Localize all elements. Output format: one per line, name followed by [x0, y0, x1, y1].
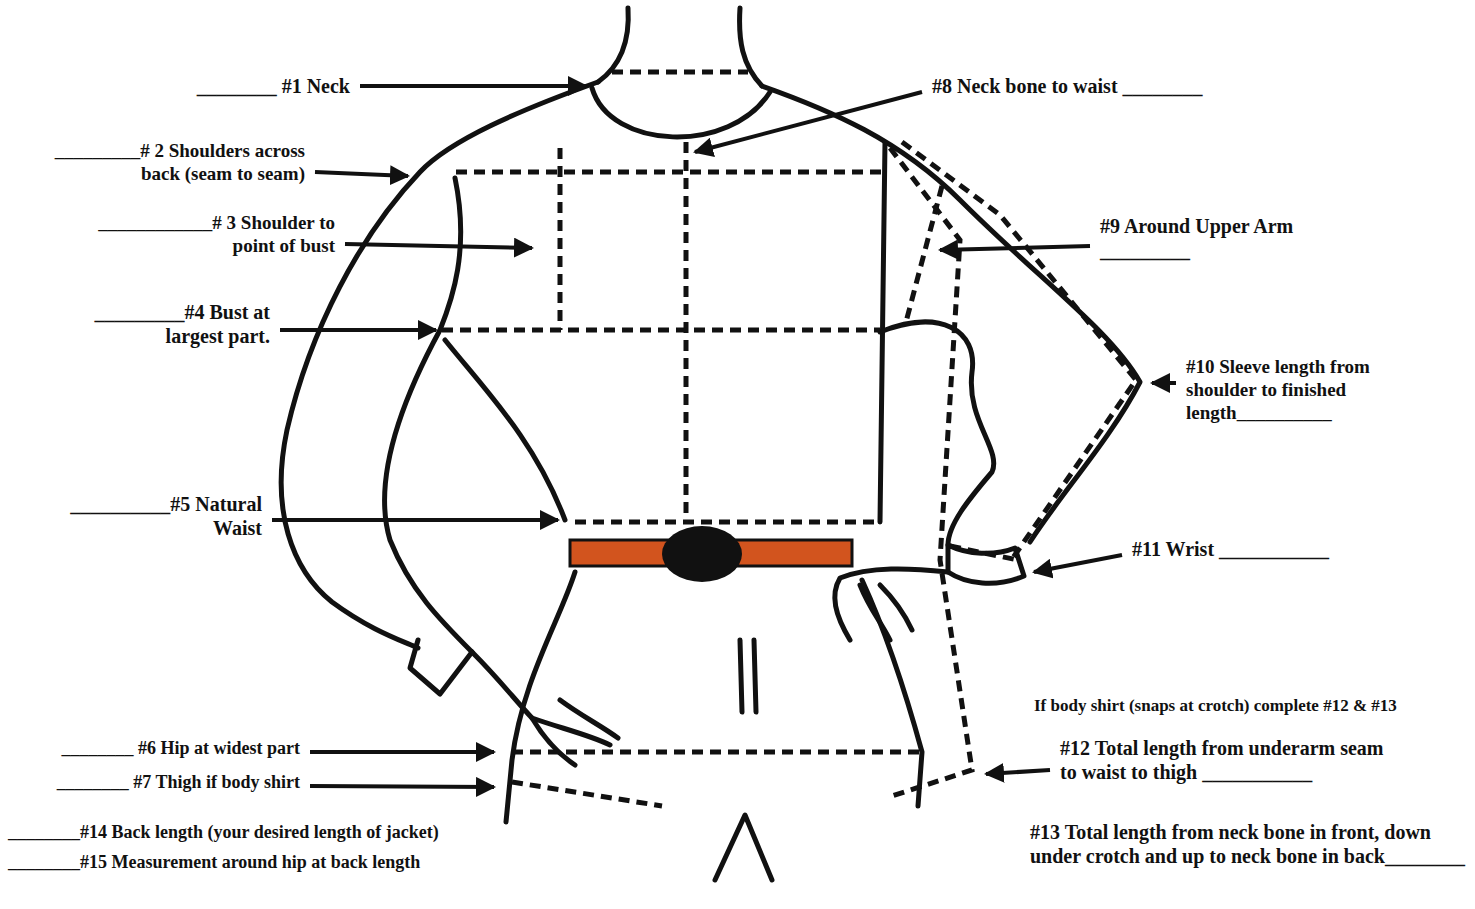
leader-arrow: [940, 246, 1090, 250]
leader-arrow: [986, 770, 1050, 774]
leader-arrow: [310, 786, 494, 787]
measurement-label: _________# 2 Shoulders across back (seam…: [43, 140, 305, 186]
measurement-label: #11 Wrist ___________: [1132, 537, 1329, 561]
leader-arrow: [310, 750, 494, 754]
measurement-label: ________ #7 Thigh if body shirt: [57, 772, 300, 794]
measure-lines: [442, 72, 1136, 806]
measurement-label: __________#5 Natural Waist: [52, 492, 262, 540]
note-text: #13 Total length from neck bone in front…: [1030, 820, 1465, 868]
measurement-label: #8 Neck bone to waist ________: [932, 74, 1203, 98]
note-text: ________#15 Measurement around hip at ba…: [8, 852, 420, 874]
belt: [570, 526, 852, 582]
note-text: ________#14 Back length (your desired le…: [8, 822, 439, 844]
measurement-label: _________#4 Bust at largest part.: [65, 300, 270, 348]
leader-arrow: [345, 244, 532, 248]
measurement-label: ________ #1 Neck: [197, 74, 350, 98]
measurement-label: #10 Sleeve length from shoulder to finis…: [1186, 356, 1404, 424]
leader-arrow: [272, 518, 558, 522]
body-outline: [281, 8, 1140, 880]
measurement-label: #12 Total length from underarm seam to w…: [1060, 736, 1400, 784]
leader-arrow: [1034, 555, 1122, 572]
note-text: If body shirt (snaps at crotch) complete…: [1034, 696, 1397, 716]
leader-arrow: [280, 328, 436, 332]
measurement-label: ____________# 3 Shoulder to point of bus…: [90, 212, 335, 258]
leader-arrow: [315, 172, 408, 176]
measurement-label: #9 Around Upper Arm _________: [1100, 214, 1300, 262]
leader-arrow: [360, 84, 586, 88]
leader-arrow: [695, 92, 922, 152]
measurement-label: ________ #6 Hip at widest part: [62, 738, 301, 760]
leader-arrow: [1152, 381, 1176, 385]
